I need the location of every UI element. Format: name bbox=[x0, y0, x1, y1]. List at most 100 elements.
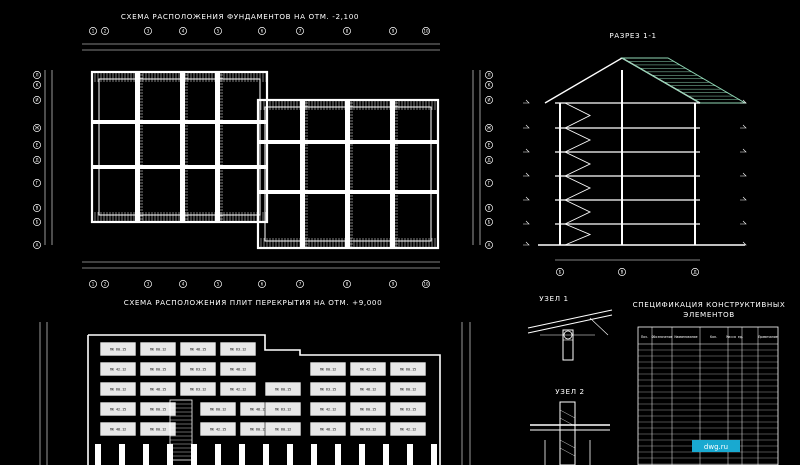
foundation-axis-bottom-3-bubble bbox=[144, 280, 152, 288]
foundation-axis-left-Г-bubble bbox=[33, 179, 41, 187]
foundation-axis-bottom-1-bubble bbox=[89, 280, 97, 288]
slab-panel bbox=[389, 421, 427, 437]
foundation-axis-left-Л: Л bbox=[35, 72, 38, 77]
slab-panel bbox=[389, 401, 427, 417]
foundation-axis-left-А: А bbox=[36, 242, 39, 247]
slab-label: ПК 48.12 bbox=[110, 428, 126, 432]
slab-label: ПК 60.12 bbox=[400, 388, 416, 392]
foundation-axis-bottom-9-bubble bbox=[389, 280, 397, 288]
foundation-axis-bottom-5-bubble bbox=[214, 280, 222, 288]
slab-panel bbox=[264, 401, 302, 417]
slab-panel bbox=[389, 361, 427, 377]
slab-panel bbox=[219, 381, 257, 397]
foundation-axis-right-И: И bbox=[488, 97, 491, 102]
foundation-axis-bottom-9: 9 bbox=[392, 281, 395, 286]
wall-pier bbox=[359, 444, 365, 465]
foundation-axis-right-А: А bbox=[488, 242, 491, 247]
foundation-axis-left-В: В bbox=[36, 205, 39, 210]
foundation-axis-bottom-2: 2 bbox=[104, 281, 107, 286]
watermark-text: dwg.ru bbox=[704, 443, 728, 451]
slab-label: ПК 60.12 bbox=[150, 428, 166, 432]
foundation-axis-left-К: К bbox=[36, 82, 39, 87]
slab-panel bbox=[179, 381, 217, 397]
foundation-axis-bottom-7-bubble bbox=[296, 280, 304, 288]
slab-label: ПК 60.15 bbox=[400, 368, 416, 372]
slab-panel bbox=[264, 421, 302, 437]
foundation-axis-right-Ж: Ж bbox=[487, 125, 492, 130]
foundation-axis-left-Б-bubble bbox=[33, 218, 41, 226]
slab-label: ПК 60.15 bbox=[110, 348, 126, 352]
section-axis-В: В bbox=[621, 269, 624, 274]
foundation-axis-top-4: 4 bbox=[182, 28, 185, 33]
slab-label: ПК 60.12 bbox=[210, 408, 226, 412]
slab-label: ПК 48.15 bbox=[320, 428, 336, 432]
spec-header: Примечание bbox=[758, 335, 777, 339]
foundation-axis-right-Г: Г bbox=[488, 180, 491, 185]
wall-pier bbox=[383, 444, 389, 465]
wall-pier bbox=[95, 444, 101, 465]
foundation-axis-right-Д-bubble bbox=[485, 156, 493, 164]
node2-detail bbox=[530, 401, 610, 465]
foundation-axis-left-И-bubble bbox=[33, 96, 41, 104]
slab-panel bbox=[349, 381, 387, 397]
foundation-axis-left-Г: Г bbox=[36, 180, 39, 185]
foundation-axis-top-7-bubble bbox=[296, 27, 304, 35]
slab-label: ПК 60.15 bbox=[275, 388, 291, 392]
foundation-axis-left-Ж-bubble bbox=[33, 124, 41, 132]
slab-label: ПК 60.15 bbox=[150, 408, 166, 412]
slab-label: ПК 42.15 bbox=[210, 428, 226, 432]
foundation-axis-top-10: 10 bbox=[423, 28, 429, 33]
slab-label: ПК 42.15 bbox=[110, 408, 126, 412]
slab-plan-title: СХЕМА РАСПОЛОЖЕНИЯ ПЛИТ ПЕРЕКРЫТИЯ НА ОТ… bbox=[124, 298, 383, 307]
slab-panel bbox=[349, 421, 387, 437]
foundation-axis-top-9-bubble bbox=[389, 27, 397, 35]
foundation-axis-top-1-bubble bbox=[89, 27, 97, 35]
foundation-axis-left-А-bubble bbox=[33, 241, 41, 249]
foundation-axis-top-5: 5 bbox=[217, 28, 220, 33]
foundation-axis-left-В-bubble bbox=[33, 204, 41, 212]
slab-label: ПК 63.15 bbox=[400, 408, 416, 412]
foundation-axis-bottom-8-bubble bbox=[343, 280, 351, 288]
slab-label: ПК 42.12 bbox=[400, 428, 416, 432]
foundation-axis-left-И: И bbox=[36, 97, 39, 102]
slab-label: ПК 42.12 bbox=[320, 408, 336, 412]
slab-panel bbox=[199, 401, 237, 417]
foundation-axis-bottom-4-bubble bbox=[179, 280, 187, 288]
slab-panel bbox=[309, 421, 347, 437]
foundation-axis-bottom-6-bubble bbox=[258, 280, 266, 288]
foundation-axis-top-3-bubble bbox=[144, 27, 152, 35]
node1-title: УЗЕЛ 1 bbox=[539, 294, 568, 303]
foundation-axis-right-Ж-bubble bbox=[485, 124, 493, 132]
foundation-axis-left-Д: Д bbox=[35, 157, 38, 162]
foundation-axis-left-Д-bubble bbox=[33, 156, 41, 164]
slab-panel bbox=[99, 341, 137, 357]
wall-pier bbox=[335, 444, 341, 465]
slab-label: ПК 60.12 bbox=[275, 428, 291, 432]
foundation-axis-right-Б-bubble bbox=[485, 218, 493, 226]
spec-header: Масса ед. bbox=[726, 335, 743, 339]
slab-panel bbox=[139, 381, 177, 397]
foundation-axis-bottom-10: 10 bbox=[423, 281, 429, 286]
slab-panel bbox=[309, 361, 347, 377]
foundation-axis-right-Л-bubble bbox=[485, 71, 493, 79]
foundation-axis-right-Б: Б bbox=[488, 219, 491, 224]
node2-title: УЗЕЛ 2 bbox=[555, 387, 584, 396]
slab-panel bbox=[99, 381, 137, 397]
foundation-axis-right-А-bubble bbox=[485, 241, 493, 249]
foundation-axis-bottom-6: 6 bbox=[261, 281, 264, 286]
slab-panel bbox=[179, 341, 217, 357]
foundation-axis-right-К-bubble bbox=[485, 81, 493, 89]
spec-header: Кол. bbox=[710, 335, 718, 339]
wall-pier bbox=[311, 444, 317, 465]
slab-label: ПК 60.15 bbox=[150, 368, 166, 372]
foundation-axis-bottom-5: 5 bbox=[217, 281, 220, 286]
foundation-axis-right-Г-bubble bbox=[485, 179, 493, 187]
foundation-axis-right-Е-bubble bbox=[485, 141, 493, 149]
slab-label: ПК 48.15 bbox=[190, 348, 206, 352]
foundation-axis-bottom-4: 4 bbox=[182, 281, 185, 286]
foundation-axis-top-6: 6 bbox=[261, 28, 264, 33]
wall-pier bbox=[215, 444, 221, 465]
slab-panel bbox=[219, 341, 257, 357]
